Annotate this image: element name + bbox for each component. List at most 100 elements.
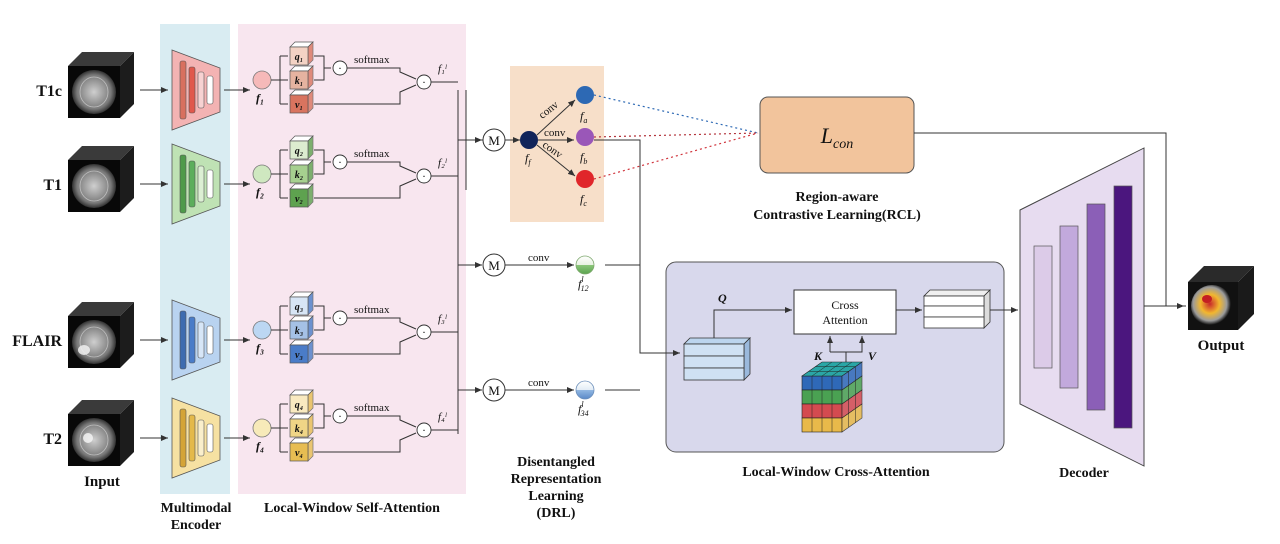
pair12-feature-node	[575, 255, 595, 275]
svg-text:·: ·	[422, 325, 426, 339]
attention-output-tensor	[923, 289, 991, 329]
merge-node-2: M	[482, 253, 506, 277]
input-caption: Input	[84, 474, 120, 490]
self-attention-output-label-1: f₁ˡ	[438, 63, 447, 75]
softmax-label-4: softmax	[354, 402, 390, 414]
pair34-conv-label: conv	[528, 377, 550, 389]
branch-label-c: fc	[580, 192, 587, 208]
feature-label-4: f₄	[256, 439, 264, 453]
branch-node-b	[576, 128, 594, 146]
feature-node-1	[252, 70, 272, 90]
decoder-bar-1	[1033, 245, 1053, 369]
contrastive-links	[593, 94, 759, 180]
conv-arrows-pairs	[505, 262, 574, 393]
self-attention-panel	[238, 24, 466, 494]
key-value-tensor	[801, 361, 863, 433]
drl-title-line2: Representation	[511, 472, 602, 487]
decoder-bar-2	[1059, 225, 1079, 389]
cross-attention-block-line1: Cross	[831, 298, 859, 312]
rcl-loss-box	[759, 96, 915, 174]
svg-text:·: ·	[422, 75, 426, 89]
merge-node-1: M	[482, 128, 506, 152]
pair34-feature-node	[575, 380, 595, 400]
svg-text:M: M	[488, 383, 500, 398]
encoder-3	[171, 299, 250, 381]
drl-conv-label-b: conv	[544, 127, 566, 139]
value-label-2: v₂	[295, 194, 303, 205]
feature-label-3: f₃	[256, 341, 264, 355]
input-brain-4: T2	[43, 400, 168, 466]
drl-title-line1: Disentangled	[517, 455, 595, 470]
key-label-4: k₄	[295, 424, 304, 435]
svg-text:·: ·	[338, 311, 342, 325]
svg-text:·: ·	[422, 169, 426, 183]
pair12-conv-label: conv	[528, 252, 550, 264]
self-attention-output-label-2: f₂ˡ	[438, 157, 447, 169]
branch-label-a: fa	[580, 109, 587, 125]
query-label-2: q₂	[295, 146, 304, 157]
value-label-1: v₁	[295, 100, 303, 111]
svg-text:·: ·	[338, 155, 342, 169]
query-label: Q	[718, 291, 727, 305]
branch-node-c	[576, 170, 594, 188]
self-attention-row-2: f₂ q₂ k₂ v₂ · softmax · f₂ˡ	[252, 135, 458, 208]
svg-text:·: ·	[338, 409, 342, 423]
softmax-label-1: softmax	[354, 54, 390, 66]
self-attention-output-label-3: f₃ˡ	[438, 313, 447, 325]
query-label-4: q₄	[295, 400, 304, 411]
svg-text:·: ·	[338, 61, 342, 75]
softmax-label-2: softmax	[354, 148, 390, 160]
input-brain-2: T1	[43, 146, 168, 212]
decoder-bar-4	[1113, 185, 1133, 429]
branch-node-a	[576, 86, 594, 104]
value-label-4: v₄	[295, 448, 303, 459]
drl-branches	[505, 99, 576, 177]
svg-text:M: M	[488, 133, 500, 148]
branch-label-b: fb	[580, 150, 587, 166]
self-attention-output-label-4: f₄ˡ	[438, 411, 447, 423]
query-tensor	[683, 337, 751, 381]
encoder-2	[171, 143, 250, 225]
output-label: Output	[1198, 338, 1245, 354]
output-segmentation-volume	[1188, 266, 1254, 330]
encoder-title-line2: Encoder	[171, 518, 222, 533]
modality-label-4: T2	[43, 431, 62, 448]
merge-node-3: M	[482, 378, 506, 402]
feature-label-1: f₁	[256, 91, 264, 105]
decoder-body	[1019, 147, 1145, 467]
key-label-1: k₁	[295, 76, 304, 87]
softmax-label-3: softmax	[354, 304, 390, 316]
decoder-bars	[1033, 185, 1133, 429]
value-label-3: v₃	[295, 350, 303, 361]
svg-text:M: M	[488, 258, 500, 273]
self-attention-rows: f₁ q₁ k₁ v₁ · softmax · f₁ˡ f₂ q₂ k₂ v₂ · softmax · f₂ˡ…	[252, 41, 458, 462]
drl-title-line3: Learning	[528, 489, 583, 504]
feature-node-4	[252, 418, 272, 438]
query-label-3: q₃	[295, 302, 304, 313]
self-attention-row-1: f₁ q₁ k₁ v₁ · softmax · f₁ˡ	[252, 41, 458, 114]
input-brain-3: FLAIR	[12, 302, 168, 368]
encoder-column	[171, 49, 250, 479]
cross-attention-block	[793, 289, 897, 335]
self-attention-title: Local-Window Self-Attention	[264, 501, 440, 516]
value-label: V	[868, 349, 877, 363]
key-label: K	[813, 349, 823, 363]
key-label-3: k₃	[295, 326, 304, 337]
encoder-4	[171, 397, 250, 479]
input-brain-1: T1c	[36, 52, 168, 118]
rcl-title-line2: Contrastive Learning(RCL)	[753, 208, 921, 223]
modality-label-2: T1	[43, 177, 62, 194]
feature-node-2	[252, 164, 272, 184]
rcl-title-line1: Region-aware	[796, 190, 879, 205]
query-label-1: q₁	[295, 52, 304, 63]
key-label-2: k₂	[295, 170, 304, 181]
cross-attention-block-line2: Attention	[822, 313, 867, 327]
cross-attention-title: Local-Window Cross-Attention	[742, 465, 930, 480]
feature-label-2: f₂	[256, 185, 264, 199]
drl-to-cross-attention	[594, 139, 680, 356]
